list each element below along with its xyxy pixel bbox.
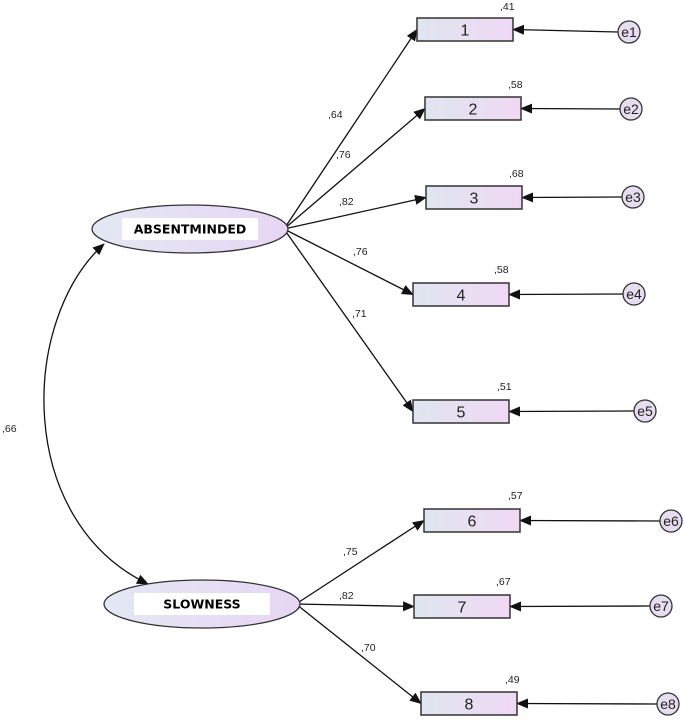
error-e7-circle	[649, 594, 673, 618]
error-e5-label: e5	[637, 403, 653, 419]
r-squared-7: ,67	[496, 576, 511, 588]
indicator-8-label: 8	[465, 697, 474, 714]
loading-arrow-5	[283, 228, 414, 413]
latent-absentminded-label-bg	[122, 218, 258, 240]
r-squared-1: ,41	[500, 1, 515, 13]
indicator-8-box	[420, 691, 518, 716]
error-arrow-e5	[508, 406, 635, 417]
correlation-arrow	[43, 243, 149, 585]
indicator-7-label: 7	[458, 600, 467, 617]
indicator-3-box	[425, 185, 523, 210]
indicator-5-label: 5	[457, 405, 466, 422]
r-squared-3: ,68	[509, 168, 524, 180]
loading-coefficient-3: ,82	[339, 196, 354, 208]
error-e2-circle	[619, 97, 643, 121]
correlation-label: ,66	[2, 423, 17, 435]
loading-arrow-7	[295, 601, 415, 612]
indicator-1-box	[416, 17, 514, 42]
error-arrow-e7	[509, 601, 651, 612]
loading-arrow-1	[283, 28, 418, 230]
error-arrow-e1	[512, 24, 619, 35]
indicator-2-box	[424, 96, 522, 121]
indicator-6-label: 6	[468, 514, 477, 531]
loading-arrow-3	[283, 195, 427, 230]
error-e8-circle	[656, 692, 680, 716]
loading-arrow-2	[283, 107, 426, 230]
loading-coefficient-5: ,71	[352, 308, 367, 320]
latent-absentminded-label: ABSENTMINDED	[134, 222, 247, 237]
indicator-6-box	[423, 508, 521, 533]
indicator-4-box	[412, 282, 510, 307]
indicator-4-label: 4	[457, 288, 466, 305]
loading-arrow-8	[295, 603, 422, 705]
r-squared-6: ,57	[508, 490, 523, 502]
error-e6-label: e6	[663, 513, 679, 529]
error-e4-circle	[622, 282, 646, 306]
error-e7-label: e7	[653, 598, 669, 614]
loading-coefficient-6: ,75	[343, 546, 358, 558]
error-e3-label: e3	[625, 189, 641, 205]
error-arrow-e2	[520, 103, 621, 114]
indicator-3-label: 3	[470, 191, 479, 208]
error-e8-label: e8	[660, 696, 676, 712]
error-arrow-e6	[519, 515, 661, 526]
loading-coefficient-8: ,70	[361, 642, 376, 654]
r-squared-5: ,51	[497, 381, 512, 393]
indicator-1-label: 1	[461, 23, 470, 40]
error-e2-label: e2	[623, 101, 639, 117]
error-e6-circle	[659, 509, 683, 533]
latent-slowness-label: SLOWNESS	[163, 597, 240, 612]
error-e5-circle	[633, 399, 657, 423]
loading-coefficient-2: ,76	[336, 149, 351, 161]
r-squared-8: ,49	[505, 674, 520, 686]
r-squared-2: ,58	[508, 79, 523, 91]
r-squared-4: ,58	[494, 264, 509, 276]
loading-arrow-6	[295, 519, 425, 605]
error-arrow-e3	[521, 192, 623, 203]
indicator-2-label: 2	[469, 102, 478, 119]
loading-arrow-4	[283, 228, 414, 296]
error-arrow-e8	[516, 698, 658, 709]
error-e4-label: e4	[626, 286, 642, 302]
latent-slowness-label-bg	[134, 593, 270, 615]
loading-coefficient-7: ,82	[339, 590, 354, 602]
loading-coefficient-4: ,76	[353, 246, 368, 258]
indicator-5-box	[412, 399, 510, 424]
loading-coefficient-1: ,64	[328, 109, 343, 121]
error-e1-circle	[617, 20, 641, 44]
error-e1-label: e1	[621, 24, 637, 40]
error-e3-circle	[621, 185, 645, 209]
indicator-7-box	[413, 594, 511, 619]
error-arrow-e4	[508, 289, 624, 300]
